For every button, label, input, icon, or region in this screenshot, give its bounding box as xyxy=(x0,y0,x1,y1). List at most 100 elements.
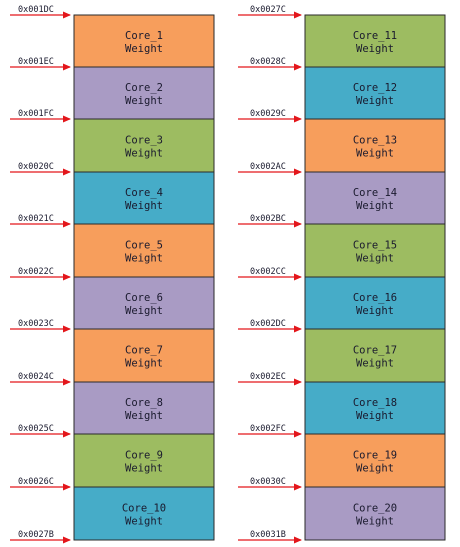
address-pointer: 0x0020C xyxy=(10,162,71,176)
address-label: 0x0031B xyxy=(250,530,286,540)
memory-block-rect xyxy=(304,223,446,278)
block-core-label: Core_3 xyxy=(125,135,163,147)
memory-block-rect xyxy=(73,381,215,435)
address-pointer: 0x0025C xyxy=(10,424,71,438)
block-core-label: Core_18 xyxy=(353,397,397,409)
block-weight-label: Weight xyxy=(356,305,394,317)
memory-block-rect xyxy=(73,223,215,278)
address-pointer: 0x002FC xyxy=(238,424,302,438)
block-core-label: Core_12 xyxy=(353,82,397,94)
block-core-label: Core_7 xyxy=(125,345,163,357)
address-label: 0x002DC xyxy=(250,319,286,329)
memory-block-rect xyxy=(304,66,446,120)
address-label: 0x002BC xyxy=(250,214,286,224)
block-weight-label: Weight xyxy=(356,43,394,55)
block-core-label: Core_9 xyxy=(125,450,163,462)
block-weight-label: Weight xyxy=(356,463,394,475)
memory-block-rect xyxy=(304,171,446,225)
memory-block-rect xyxy=(304,328,446,383)
address-pointer: 0x0031B xyxy=(238,530,302,544)
address-pointer: 0x0028C xyxy=(238,57,302,71)
address-label: 0x0028C xyxy=(250,57,286,67)
memory-block-rect xyxy=(304,381,446,435)
memory-block-rect xyxy=(304,276,446,330)
memory-block-rect xyxy=(304,14,446,68)
address-label: 0x0021C xyxy=(18,214,54,224)
address-label: 0x0022C xyxy=(18,267,54,277)
block-core-label: Core_10 xyxy=(122,503,166,515)
block-core-label: Core_4 xyxy=(125,187,163,199)
address-label: 0x002AC xyxy=(250,162,286,172)
block-core-label: Core_1 xyxy=(125,30,163,42)
block-core-label: Core_14 xyxy=(353,187,397,199)
address-pointer: 0x0030C xyxy=(238,477,302,491)
memory-block-rect xyxy=(73,66,215,120)
block-core-label: Core_5 xyxy=(125,240,163,252)
block-weight-label: Weight xyxy=(125,463,163,475)
address-label: 0x0027C xyxy=(250,5,286,15)
address-pointer: 0x002BC xyxy=(238,214,302,228)
block-weight-label: Weight xyxy=(125,516,163,528)
address-pointer: 0x001EC xyxy=(10,57,71,71)
address-label: 0x0024C xyxy=(18,372,54,382)
address-label: 0x0023C xyxy=(18,319,54,329)
address-pointer: 0x001FC xyxy=(10,109,71,123)
address-label: 0x0029C xyxy=(250,109,286,119)
address-pointer: 0x0021C xyxy=(10,214,71,228)
block-weight-label: Weight xyxy=(125,148,163,160)
address-label: 0x002EC xyxy=(250,372,286,382)
column-1: Core_1WeightCore_2WeightCore_3WeightCore… xyxy=(10,5,215,544)
address-label: 0x0026C xyxy=(18,477,54,487)
memory-block-rect xyxy=(304,118,446,173)
address-pointer: 0x0027B xyxy=(10,530,71,544)
block-weight-label: Weight xyxy=(356,95,394,107)
block-weight-label: Weight xyxy=(356,516,394,528)
memory-block-rect xyxy=(304,486,446,541)
address-label: 0x002FC xyxy=(250,424,286,434)
memory-block-rect xyxy=(73,14,215,68)
address-label: 0x0027B xyxy=(18,530,54,540)
memory-block-rect xyxy=(73,171,215,225)
block-weight-label: Weight xyxy=(356,148,394,160)
address-pointer: 0x0024C xyxy=(10,372,71,386)
block-core-label: Core_8 xyxy=(125,397,163,409)
memory-block-rect xyxy=(73,276,215,330)
memory-block-rect xyxy=(304,433,446,488)
block-core-label: Core_2 xyxy=(125,82,163,94)
memory-block-rect xyxy=(73,118,215,173)
column-2: Core_11WeightCore_12WeightCore_13WeightC… xyxy=(238,5,446,544)
address-pointer: 0x002EC xyxy=(238,372,302,386)
address-pointer: 0x0026C xyxy=(10,477,71,491)
address-pointer: 0x002DC xyxy=(238,319,302,333)
address-pointer: 0x0029C xyxy=(238,109,302,123)
block-weight-label: Weight xyxy=(125,43,163,55)
block-weight-label: Weight xyxy=(125,358,163,370)
address-pointer: 0x001DC xyxy=(10,5,71,19)
address-label: 0x001FC xyxy=(18,109,54,119)
address-label: 0x0020C xyxy=(18,162,54,172)
block-core-label: Core_6 xyxy=(125,292,163,304)
address-pointer: 0x002CC xyxy=(238,267,302,281)
address-label: 0x001EC xyxy=(18,57,54,67)
address-pointer: 0x0022C xyxy=(10,267,71,281)
block-weight-label: Weight xyxy=(125,253,163,265)
block-weight-label: Weight xyxy=(356,410,394,422)
